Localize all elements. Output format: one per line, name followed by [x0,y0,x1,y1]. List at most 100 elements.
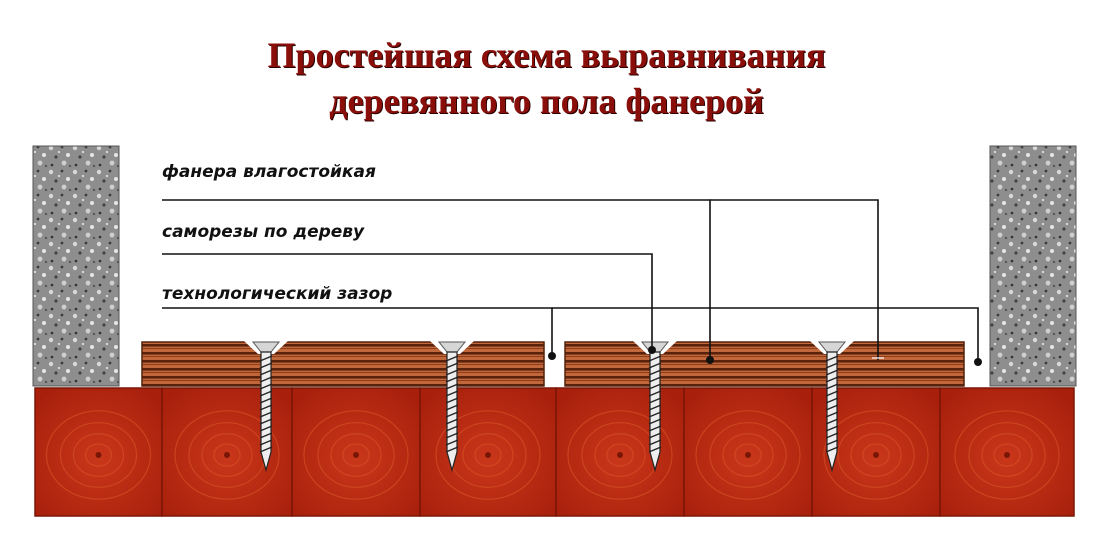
wood-joist [419,387,557,517]
screw-thread [648,404,662,411]
wood-core [1004,452,1010,458]
screw-thread [648,439,662,446]
screw-thread [259,362,273,369]
wood-growth-ring [474,443,502,467]
wood-core [745,452,751,458]
wood-growth-ring [734,443,762,467]
wood-growth-ring [567,410,673,500]
wood-screw [437,341,467,473]
screw-shank [446,351,458,473]
screw-thread [825,376,839,383]
wood-growth-ring [695,410,801,500]
screw-thread [445,418,459,425]
screw-thread [445,404,459,411]
wood-growth-ring [462,433,514,477]
plywood-sheet [564,341,965,387]
wood-core [485,452,491,458]
screw-thread [648,432,662,439]
screw-thread [825,369,839,376]
wood-core [224,452,230,458]
wood-growth-ring [72,433,125,477]
screw-thread [259,446,273,453]
wood-growth-ring [594,433,646,477]
screw-thread [648,397,662,404]
leader-gap-2-dot [974,358,982,366]
plywood-sheet [141,341,545,387]
screw-thread [825,411,839,418]
wood-growth-ring [722,433,774,477]
screw-thread [259,439,273,446]
screw-thread [825,439,839,446]
screw-shank [649,351,661,473]
screw-thread [648,446,662,453]
wood-growth-ring [606,443,634,467]
screw-thread [445,390,459,397]
concrete-wall-left [32,145,120,387]
screw-thread [445,383,459,390]
screw-thread [825,362,839,369]
screw-thread [259,383,273,390]
screw-thread [259,432,273,439]
screw-shank [826,351,838,473]
wood-joist [683,387,813,517]
wood-core [95,452,102,458]
screw-thread [648,390,662,397]
leader-screws [162,253,653,350]
concrete-wall-right [989,145,1077,387]
screw-thread [445,362,459,369]
diagram-title-line-2: деревянного пола фанерой [329,81,764,121]
diagram-title-line-1: Простейшая схема выравнивания [267,35,826,75]
wood-growth-ring [45,410,152,500]
leader-screws-dot [648,346,656,354]
screw-thread [445,411,459,418]
wood-core [873,452,879,458]
screw-thread [825,432,839,439]
wood-joist [34,387,163,517]
screw-thread [825,397,839,404]
wood-growth-ring [862,443,890,467]
screw-thread [259,355,273,362]
screw-thread [259,404,273,411]
leader-gap-2 [552,307,979,362]
screw-thread [825,446,839,453]
wood-screw [640,341,670,473]
screw-thread [445,397,459,404]
wood-joist [291,387,421,517]
wood-growth-ring [823,410,929,500]
screw-thread [648,425,662,432]
wood-growth-ring [59,422,138,488]
screw-thread [259,425,273,432]
screw-thread [259,369,273,376]
wood-growth-ring [709,422,787,488]
label-gap: технологический зазор [162,284,393,304]
screw-thread [825,355,839,362]
screw-thread [445,425,459,432]
wood-growth-ring [981,433,1033,477]
wood-growth-ring [954,410,1060,500]
screw-thread [445,376,459,383]
screw-thread [445,355,459,362]
wood-screw [817,341,847,473]
screw-thread [445,439,459,446]
screw-thread [445,369,459,376]
wood-joist [555,387,685,517]
screw-thread [259,397,273,404]
screw-thread [648,411,662,418]
screw-thread [648,369,662,376]
screw-thread [445,432,459,439]
screw-thread [648,355,662,362]
wood-growth-ring [850,433,902,477]
wood-growth-ring [201,433,253,477]
screw-thread [648,418,662,425]
screw-thread [825,425,839,432]
screw-thread [825,383,839,390]
wood-joist [939,387,1075,517]
screw-thread [259,418,273,425]
wood-core [353,452,359,458]
wood-growth-ring [968,422,1046,488]
wood-growth-ring [342,443,370,467]
wood-growth-ring [213,443,241,467]
screw-thread [259,376,273,383]
